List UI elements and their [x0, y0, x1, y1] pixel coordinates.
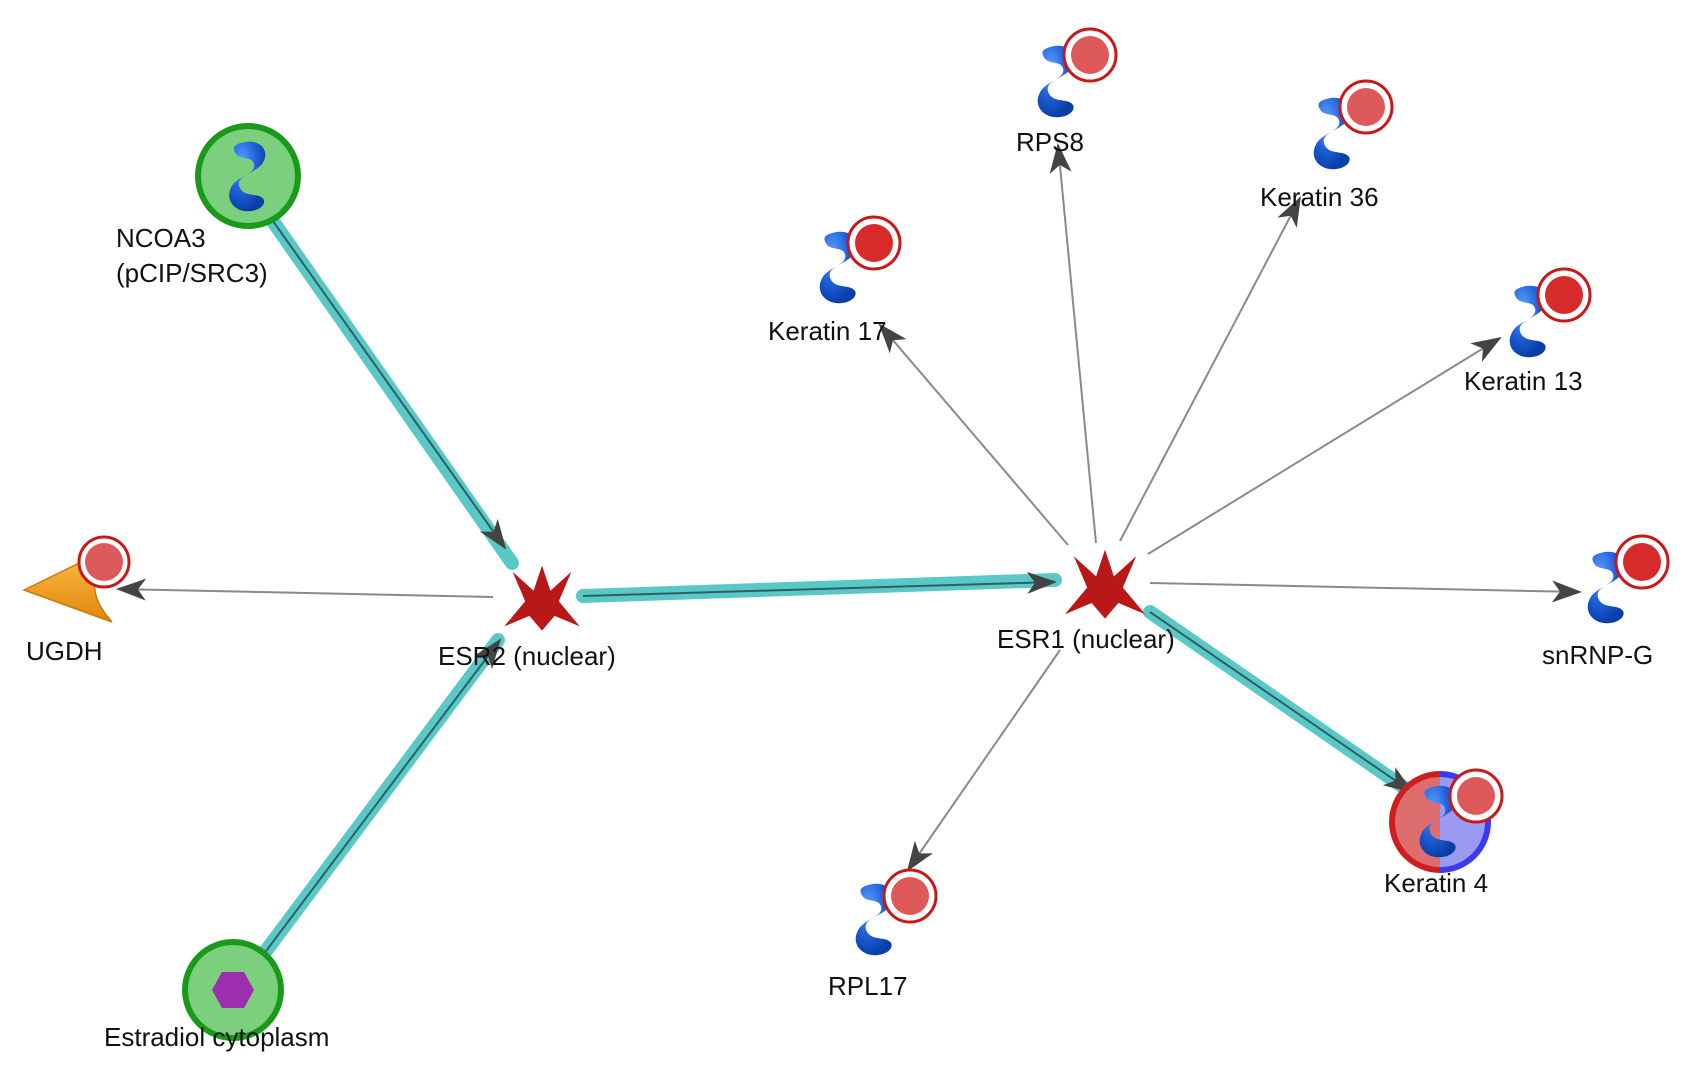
edge-esr2-to-esr1-core — [582, 571, 1057, 597]
snrnpg-label: snRNP-G — [1542, 640, 1653, 670]
receptor-icon — [1064, 549, 1146, 619]
edge-esr1-to-rpl17[interactable] — [906, 649, 1061, 872]
highlighted-edges — [241, 193, 1422, 982]
keratin36-label: Keratin 36 — [1260, 182, 1379, 212]
edge-esr1-to-keratin17[interactable] — [878, 323, 1069, 546]
node-keratin4[interactable]: Keratin 4 — [1384, 768, 1504, 898]
marker-red-dot — [1536, 267, 1592, 323]
marker-red-dot — [1614, 534, 1670, 590]
node-rpl17[interactable]: RPL17 — [828, 868, 938, 1001]
receptor-icon — [504, 565, 580, 631]
thin-edges — [116, 143, 1582, 872]
node-estradiol[interactable]: Estradiol cytoplasm — [104, 939, 329, 1052]
node-ugdh[interactable]: UGDH — [22, 535, 131, 666]
node-keratin17[interactable]: Keratin 17 — [768, 215, 902, 346]
marker-red-dot — [846, 215, 902, 271]
marker-red-dot — [1062, 27, 1118, 83]
edge-ncoa3-to-esr2-core — [257, 199, 507, 550]
edge-estradiol-to-esr2-core — [247, 638, 502, 976]
edge-esr1-to-keratin13[interactable] — [1147, 336, 1502, 555]
node-esr1[interactable]: ESR1 (nuclear) — [997, 549, 1175, 654]
marker-red-dot — [1338, 79, 1394, 135]
node-keratin13[interactable]: Keratin 13 — [1464, 267, 1592, 396]
ncoa3-label-line2: (pCIP/SRC3) — [116, 258, 268, 288]
node-esr2[interactable]: ESR2 (nuclear) — [438, 565, 616, 672]
esr1-label: ESR1 (nuclear) — [997, 624, 1175, 654]
rps8-label: RPS8 — [1016, 127, 1084, 157]
marker-red-dot — [77, 535, 131, 589]
hexagon-compound-icon — [212, 972, 254, 1008]
node-rps8[interactable]: RPS8 — [1016, 27, 1118, 157]
ncoa3-label-line1: NCOA3 — [116, 223, 206, 253]
esr2-label: ESR2 (nuclear) — [438, 641, 616, 671]
edge-esr1-to-rps8[interactable] — [1049, 143, 1097, 544]
node-ncoa3[interactable]: NCOA3 (pCIP/SRC3) — [116, 123, 301, 288]
keratin13-label: Keratin 13 — [1464, 366, 1583, 396]
marker-red-dot — [1448, 768, 1504, 824]
node-snrnpg[interactable]: snRNP-G — [1542, 534, 1670, 670]
node-keratin36[interactable]: Keratin 36 — [1260, 79, 1394, 212]
rpl17-label: RPL17 — [828, 971, 908, 1001]
keratin17-label: Keratin 17 — [768, 316, 887, 346]
keratin4-label: Keratin 4 — [1384, 868, 1488, 898]
marker-red-dot — [882, 868, 938, 924]
edge-esr2-to-ugdh[interactable] — [116, 578, 494, 601]
edge-esr1-to-keratin36[interactable] — [1119, 196, 1301, 542]
edge-esr1-to-keratin4-core — [1149, 611, 1414, 794]
ugdh-label: UGDH — [26, 636, 103, 666]
estradiol-label: Estradiol cytoplasm — [104, 1022, 329, 1052]
edge-esr1-to-snrnpg[interactable] — [1149, 580, 1582, 603]
